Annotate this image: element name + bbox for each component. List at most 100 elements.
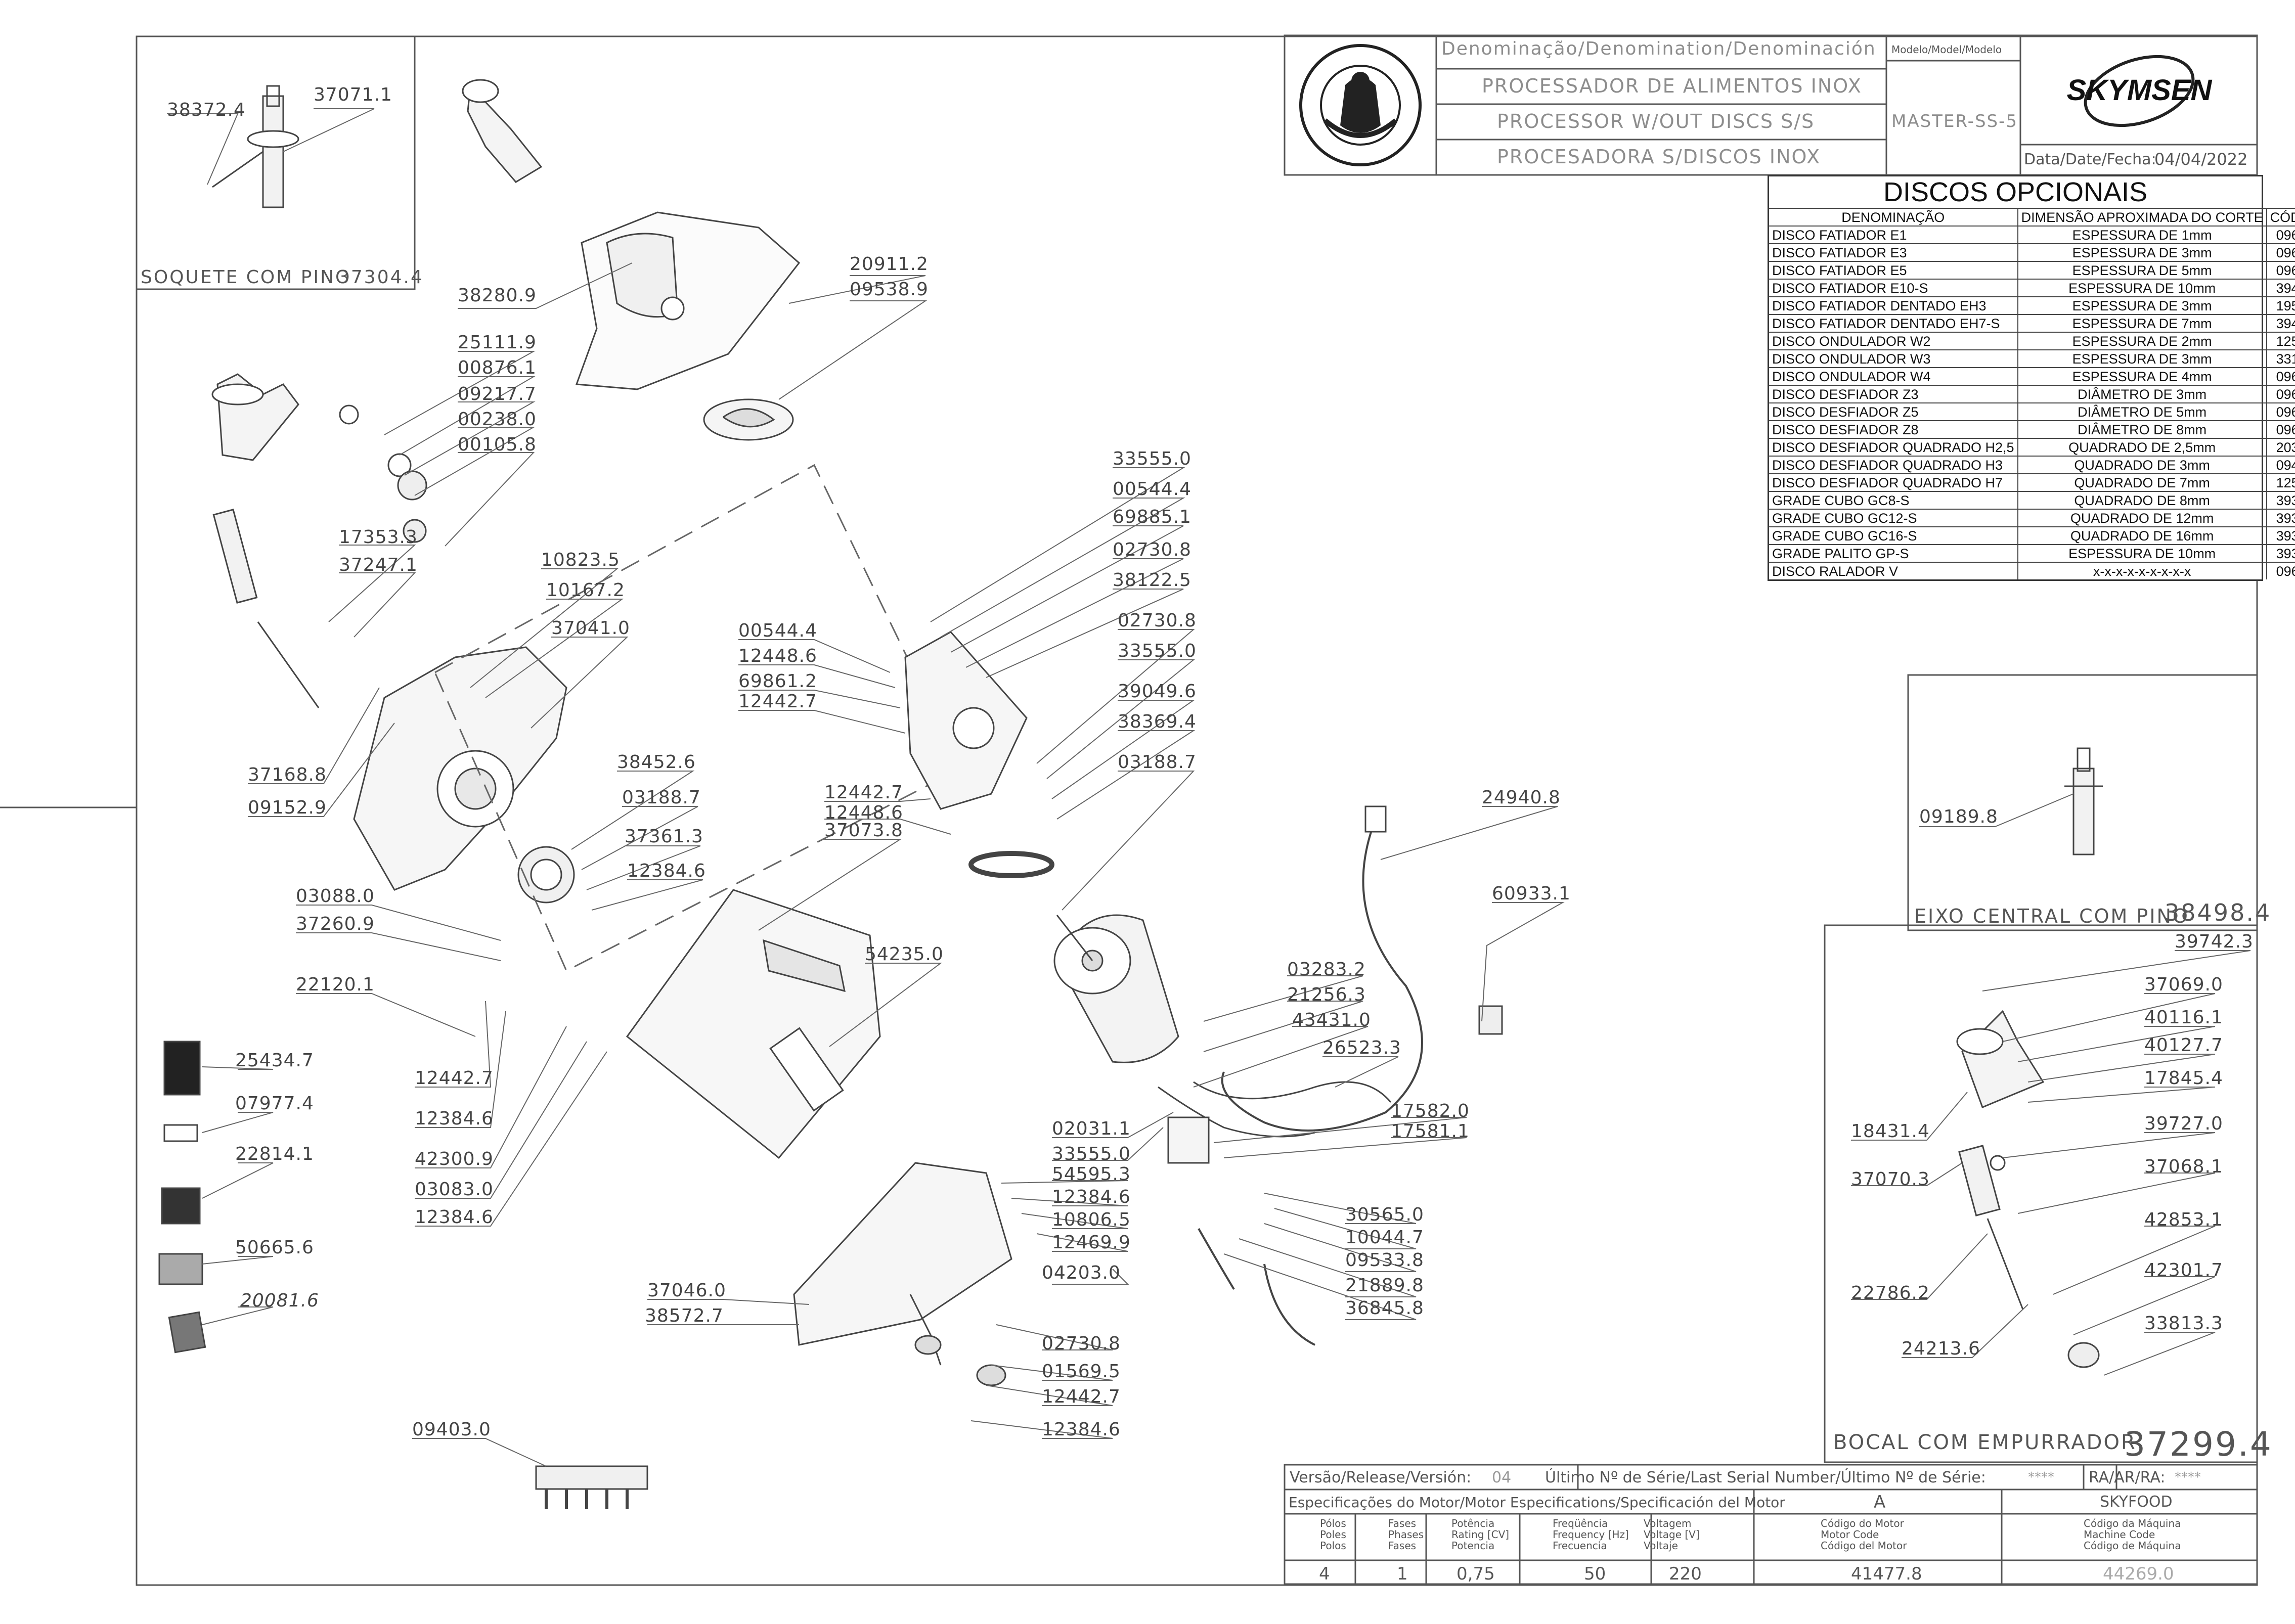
spec-header-line: Código da Máquina: [2084, 1517, 2181, 1529]
part-number-label: 04203.0: [1042, 1262, 1121, 1283]
disc-code: 39325.8: [2266, 526, 2295, 545]
part-number-label: 12384.6: [415, 1108, 494, 1129]
part-number-label: 12384.6: [627, 861, 706, 881]
disc-name: DISCO ONDULADOR W2: [1769, 332, 2018, 350]
part-number-label: 38280.9: [458, 285, 537, 306]
part-number-label: 33555.0: [1113, 448, 1191, 469]
switch-part: [1478, 1005, 1503, 1035]
soquete-code: 37304.4: [338, 267, 424, 288]
spec-header-line: Voltage [V]: [1644, 1528, 1700, 1541]
disc-dimension: ESPESSURA DE 5mm: [2017, 261, 2267, 279]
part-number-label: 40127.7: [2144, 1035, 2223, 1056]
part-number-label: 07977.4: [235, 1093, 314, 1114]
release-value: 04: [1492, 1469, 1512, 1486]
spec-header-line: Potencia: [1451, 1540, 1495, 1552]
part-number-label: 37247.1: [339, 555, 418, 575]
date-value: 04/04/2022: [2154, 150, 2248, 169]
part-number-label: 03188.7: [622, 787, 701, 808]
spec-header-line: Rating [CV]: [1451, 1528, 1510, 1541]
disc-dimension: ESPESSURA DE 4mm: [2017, 367, 2267, 385]
part-number-label: 00876.1: [458, 357, 537, 378]
spec-header-line: Phases: [1388, 1528, 1424, 1541]
disc-dimension: QUADRADO DE 7mm: [2017, 473, 2267, 491]
spec-header-line: Polos: [1320, 1540, 1346, 1552]
motor-part: [1053, 914, 1179, 1063]
part-number-label: 40116.1: [2144, 1007, 2223, 1028]
part-number-label: 43431.0: [1292, 1010, 1371, 1030]
disc-code: 39324.0: [2266, 509, 2295, 527]
disc-name: DISCO DESFIADOR Z8: [1769, 420, 2018, 438]
part-number-label: 12448.6: [738, 646, 817, 666]
disc-code: 39327.4: [2266, 544, 2295, 562]
part-number-label: 12384.6: [415, 1207, 494, 1228]
part-number-label: 37070.3: [1851, 1169, 1930, 1190]
soquete-inset-frame: [136, 35, 416, 290]
part-number-label: 38369.4: [1118, 711, 1197, 732]
col-denomination: DENOMINAÇÃO: [1769, 208, 2018, 226]
disc-code: 09612.1: [2266, 402, 2295, 421]
disc-row: DISCO RALADOR Vx-x-x-x-x-x-x-x-x09609.1: [1769, 562, 2295, 579]
title-block: Denominação/Denomination/Denominación Mo…: [1285, 35, 2256, 175]
part-number-label: 09217.7: [458, 384, 537, 404]
part-number-label: 17581.1: [1391, 1121, 1470, 1142]
part-number-label: 03088.0: [296, 886, 375, 907]
lid-part: [575, 211, 801, 390]
part-number-label: 09403.0: [412, 1419, 491, 1440]
part-number-label: 38122.5: [1113, 570, 1191, 591]
disc-code: 39326.6: [2266, 491, 2295, 509]
part-number-label: 02730.8: [1113, 539, 1191, 560]
power-cord: [1221, 819, 1423, 1132]
belt-part: [968, 851, 1054, 878]
part-number-label: 20911.2: [850, 254, 929, 275]
serial-label: Último Nº de Série/Last Serial Number/Úl…: [1545, 1469, 1986, 1486]
authorized-service-seal: [1299, 44, 1422, 166]
part-number-label: 26523.3: [1322, 1037, 1401, 1058]
disc-name: DISCO FATIADOR E3: [1769, 243, 2018, 261]
ra-label: RA/AR/RA:: [2089, 1469, 2166, 1486]
date-label: Data/Date/Fecha:: [2024, 151, 2156, 168]
part-number-label: 09189.8: [1919, 806, 1998, 827]
part-number-label: 18431.4: [1851, 1121, 1930, 1142]
disc-dimension: ESPESSURA DE 2mm: [2017, 332, 2267, 350]
part-number-label: 00238.0: [458, 409, 537, 430]
spec-header-line: Código del Motor: [1821, 1540, 1907, 1552]
disc-dimension: ESPESSURA DE 3mm: [2017, 243, 2267, 261]
part-number-label: 42300.9: [415, 1149, 494, 1169]
disc-name: DISCO FATIADOR E5: [1769, 261, 2018, 279]
spec-header-line: Pólos: [1320, 1517, 1346, 1529]
spec-header-line: Fases: [1388, 1517, 1417, 1529]
part-number-label: 38572.7: [645, 1305, 724, 1326]
bocal-inset-frame: [1824, 924, 2258, 1463]
cutting-disc-part: [703, 398, 794, 441]
socket-pin-part: [212, 85, 299, 208]
part-number-label: 10823.5: [541, 550, 620, 570]
disc-code: 20368.8: [2266, 438, 2295, 456]
part-number-label: 12469.9: [1052, 1232, 1131, 1253]
disc-dimension: ESPESSURA DE 3mm: [2017, 296, 2267, 314]
release-label: Versão/Release/Versión:: [1290, 1469, 1472, 1486]
disc-name: DISCO DESFIADOR QUADRADO H7: [1769, 473, 2018, 491]
disc-code: 09609.1: [2266, 562, 2295, 579]
disc-dimension: ESPESSURA DE 7mm: [2017, 314, 2267, 332]
warning-sticker-3: [158, 1253, 203, 1285]
part-number-label: 37361.3: [625, 826, 703, 847]
col-dimension: DIMENSÃO APROXIMADA DO CORTE: [2017, 208, 2267, 226]
name-es: PROCESADORA S/DISCOS INOX: [1497, 146, 1821, 168]
disc-code: 33124.4: [2266, 349, 2295, 368]
part-number-label: 02730.8: [1042, 1333, 1121, 1354]
disc-name: GRADE CUBO GC8-S: [1769, 491, 2018, 509]
disc-dimension: x-x-x-x-x-x-x-x-x: [2017, 562, 2267, 579]
part-number-label: 09538.9: [850, 279, 929, 300]
part-number-label: 37168.8: [248, 764, 327, 785]
part-number-label: 39742.3: [2175, 931, 2254, 952]
shaft-assembly-part: [211, 373, 427, 708]
part-number-label: 22120.1: [296, 974, 375, 995]
brand-secondary: SKYFOOD: [2100, 1493, 2173, 1511]
disc-dimension: QUADRADO DE 16mm: [2017, 526, 2267, 545]
disc-dimension: DIÂMETRO DE 8mm: [2017, 420, 2267, 438]
